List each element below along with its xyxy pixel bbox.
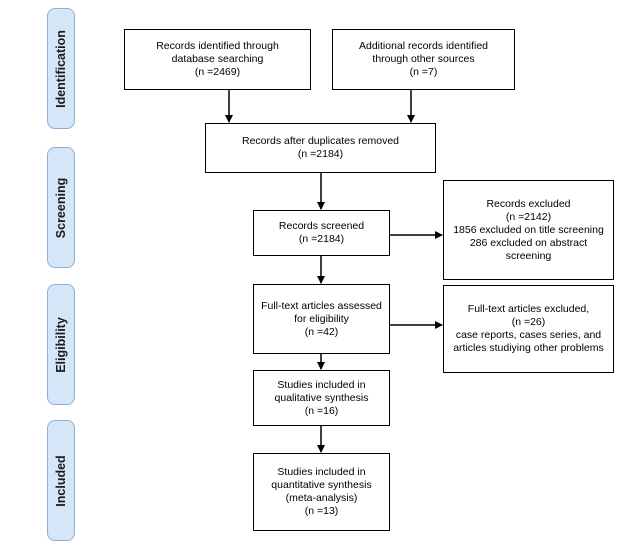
stage-screening: Screening <box>47 147 75 268</box>
stage-identification: Identification <box>47 8 75 129</box>
box-fulltext-excluded: Full-text articles excluded, (n =26) cas… <box>443 285 614 373</box>
stage-eligibility: Eligibility <box>47 284 75 405</box>
stage-included: Included <box>47 420 75 541</box>
box-other-sources: Additional records identified through ot… <box>332 29 515 90</box>
box-database-records: Records identified through database sear… <box>124 29 311 90</box>
box-quantitative-synthesis: Studies included in quantitative synthes… <box>253 453 390 531</box>
box-records-screened: Records screened (n =2184) <box>253 210 390 256</box>
box-after-duplicates: Records after duplicates removed (n =218… <box>205 123 436 173</box>
box-fulltext-assessed: Full-text articles assessed for eligibil… <box>253 284 390 354</box>
box-qualitative-synthesis: Studies included in qualitative synthesi… <box>253 370 390 426</box>
box-records-excluded: Records excluded (n =2142) 1856 excluded… <box>443 180 614 280</box>
